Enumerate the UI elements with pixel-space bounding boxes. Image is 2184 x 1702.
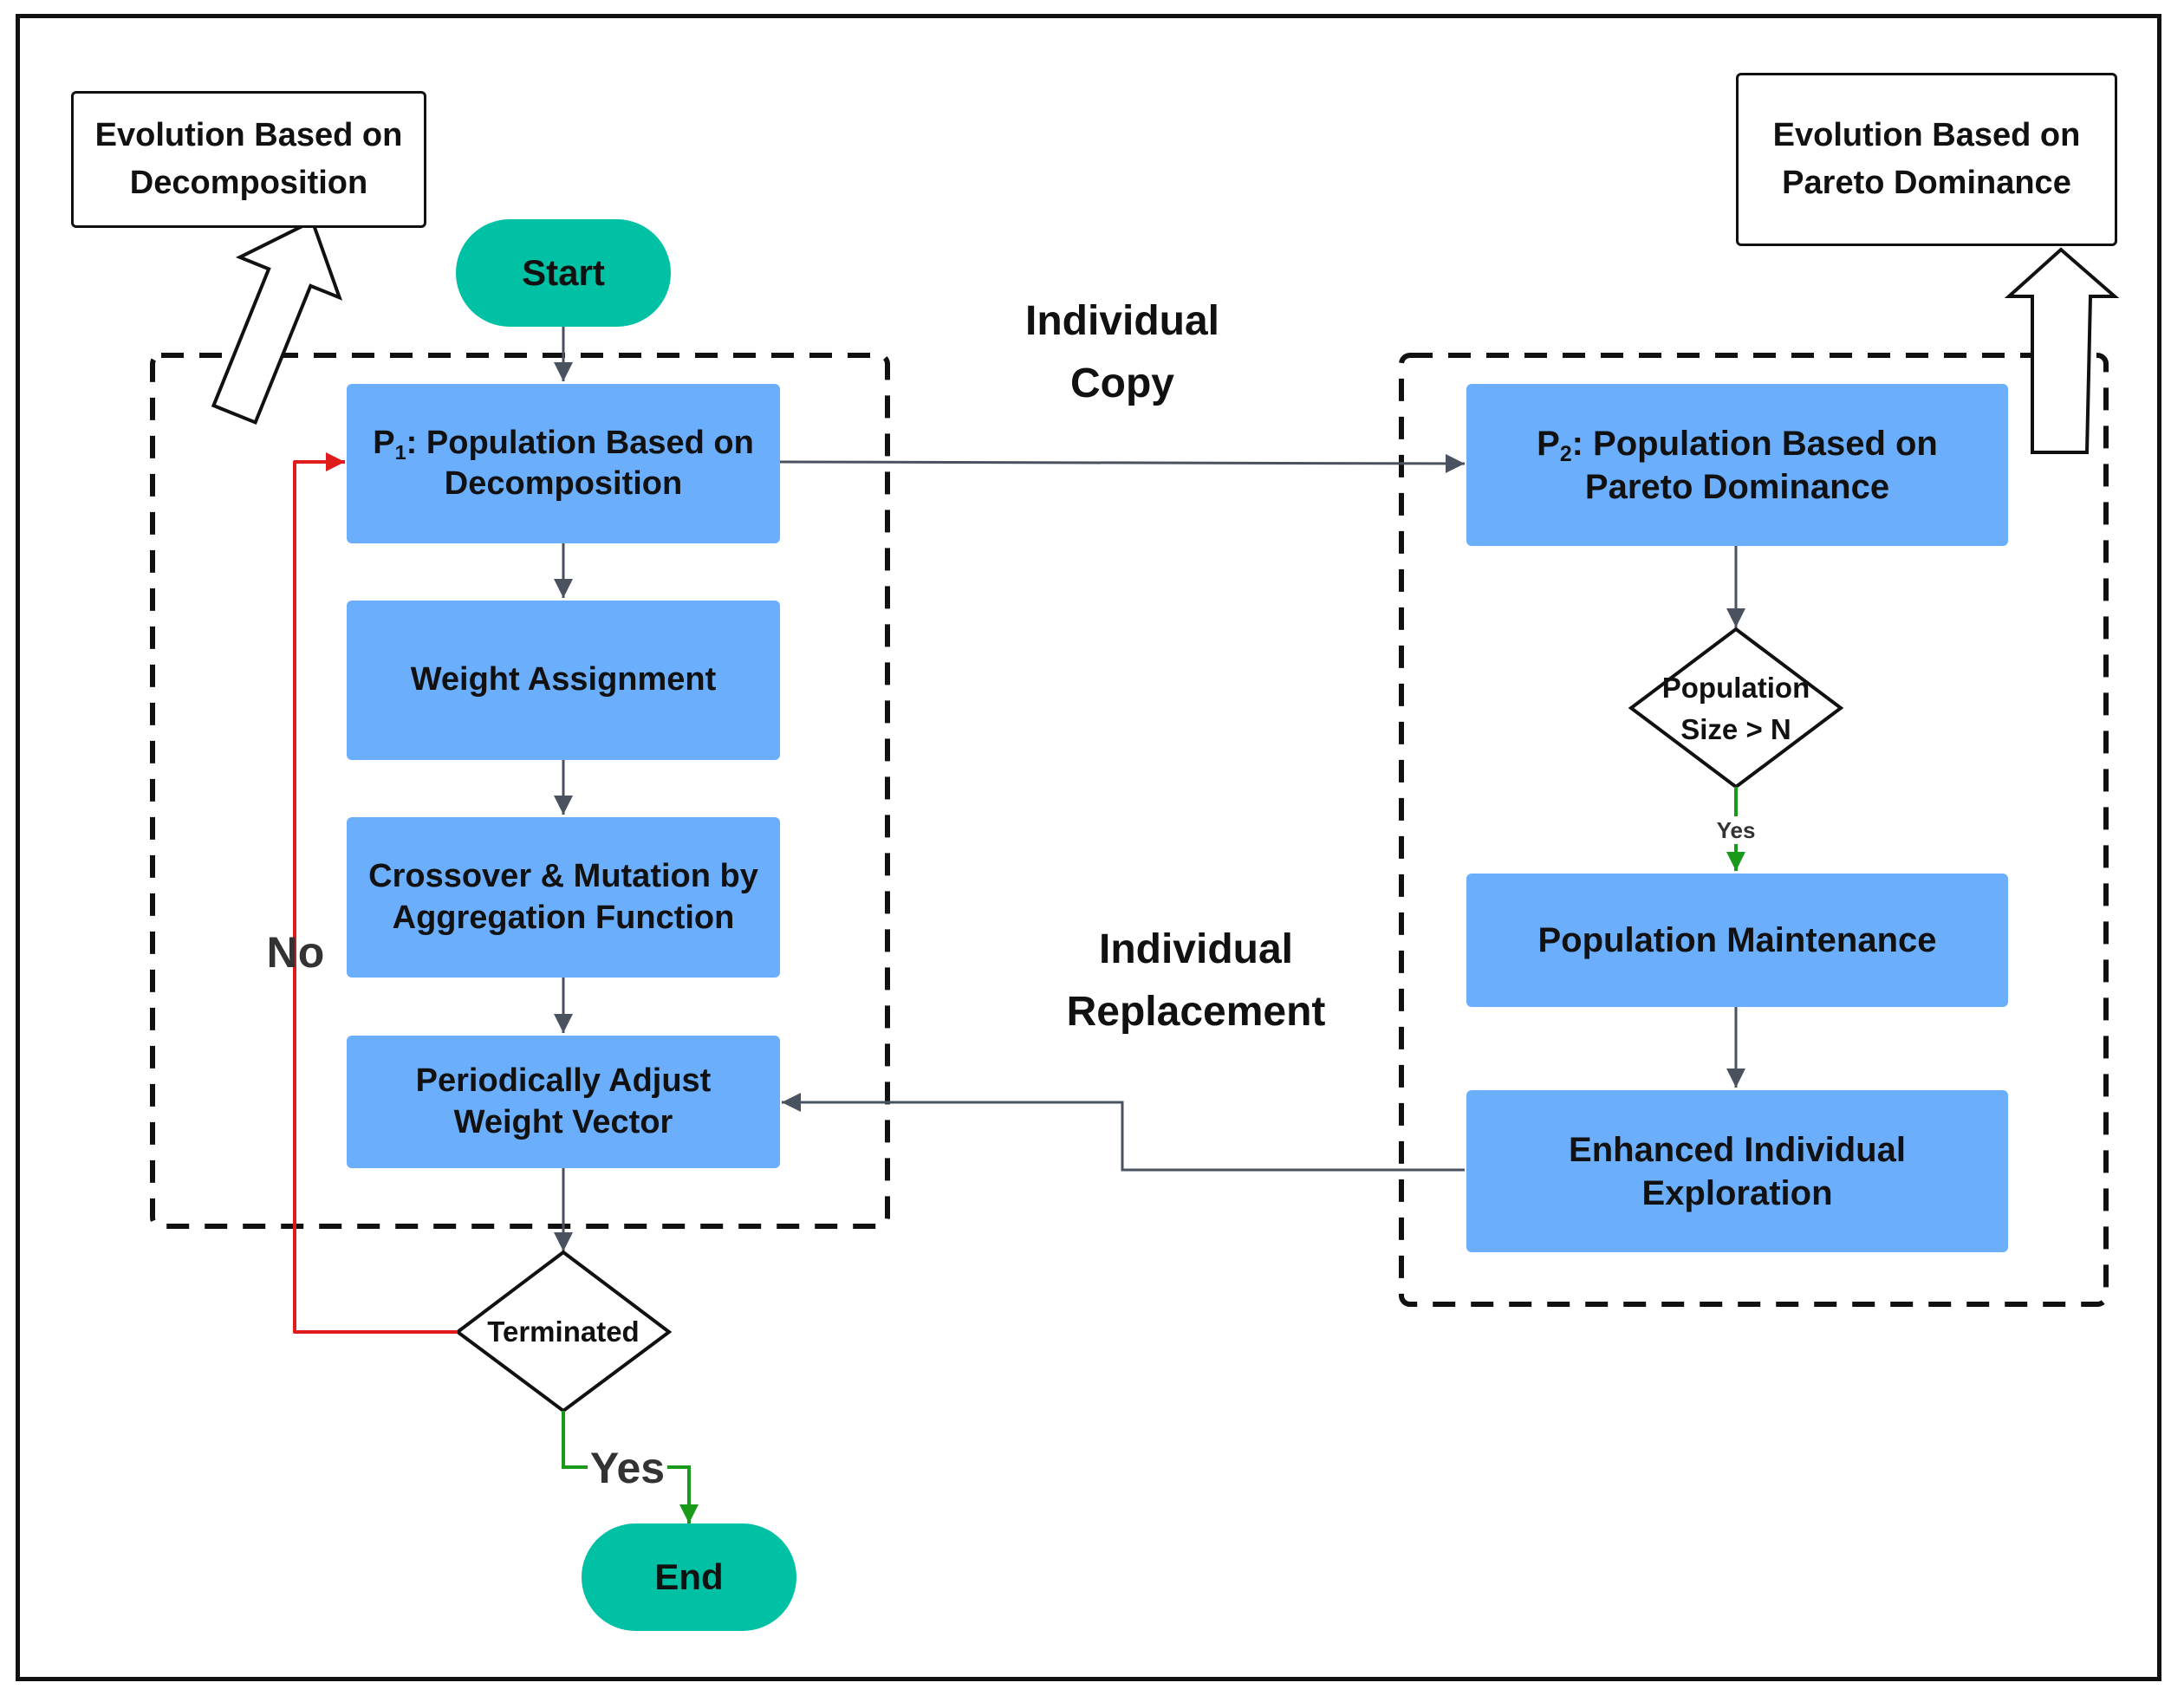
- edge-replacement: [782, 1093, 1465, 1172]
- p1-rest: : Population Based on Decomposition: [406, 424, 754, 503]
- edge-no-loop: [293, 452, 458, 1334]
- edge-copy: [779, 453, 1466, 473]
- adjust-weight-label: Periodically Adjust Weight Vector: [415, 1062, 712, 1140]
- right-group-border: [1399, 353, 2109, 1307]
- no-edge-label: No: [266, 928, 325, 977]
- note-evolution-pareto-text: Evolution Based on Pareto Dominance: [1772, 116, 2081, 201]
- note-evolution-decomposition-text: Evolution Based on Decomposition: [94, 116, 403, 201]
- adjust-weight-box[interactable]: Periodically Adjust Weight Vector: [347, 1036, 780, 1168]
- edge-yes-end-2: [667, 1465, 699, 1523]
- p2-label: P2: Population Based on Pareto Dominance: [1512, 422, 1963, 509]
- weight-assignment-box[interactable]: Weight Assignment: [347, 601, 780, 760]
- crossover-mutation-label: Crossover & Mutation by Aggregation Func…: [368, 858, 758, 936]
- population-maintenance-label: Population Maintenance: [1537, 921, 1937, 959]
- individual-copy-label: Individual Copy: [1024, 298, 1219, 406]
- p1-population-box[interactable]: P1: Population Based on Decomposition: [347, 384, 780, 543]
- end-terminal[interactable]: End: [582, 1523, 796, 1631]
- end-label: End: [654, 1556, 724, 1597]
- population-maintenance-box[interactable]: Population Maintenance: [1466, 874, 2008, 1007]
- crossover-mutation-box[interactable]: Crossover & Mutation by Aggregation Func…: [347, 817, 780, 978]
- p1-label: P1: Population Based on Decomposition: [362, 423, 764, 505]
- p1-subscript: 1: [394, 441, 406, 464]
- yes-edge-label: Yes: [589, 1444, 666, 1492]
- enhanced-exploration-label: Enhanced Individual Exploration: [1569, 1130, 1906, 1212]
- weight-assignment-label: Weight Assignment: [410, 661, 717, 698]
- outer-frame: [16, 14, 2161, 1681]
- decision-yes-label: Yes: [1701, 817, 1771, 844]
- p2-population-box[interactable]: P2: Population Based on Pareto Dominance: [1466, 384, 2008, 546]
- p2-prefix: P: [1537, 424, 1560, 463]
- left-hollow-arrow: [211, 218, 343, 426]
- p1-prefix: P: [373, 424, 395, 461]
- terminated-label: Terminated: [487, 1315, 640, 1348]
- start-terminal[interactable]: Start: [456, 219, 671, 327]
- start-label: Start: [522, 252, 605, 293]
- p2-subscript: 2: [1559, 443, 1572, 467]
- population-size-label: Population Size > N: [1661, 672, 1810, 745]
- edge-yes-end: [562, 1411, 588, 1469]
- note-evolution-pareto: Evolution Based on Pareto Dominance: [1736, 73, 2117, 246]
- note-evolution-decomposition: Evolution Based on Decomposition: [71, 91, 426, 228]
- enhanced-exploration-box[interactable]: Enhanced Individual Exploration: [1466, 1090, 2008, 1252]
- p2-rest: : Population Based on Pareto Dominance: [1571, 424, 1938, 506]
- left-group-border: [150, 353, 890, 1229]
- individual-replacement-label: Individual Replacement: [1066, 926, 1326, 1035]
- right-hollow-arrow: [2004, 247, 2120, 454]
